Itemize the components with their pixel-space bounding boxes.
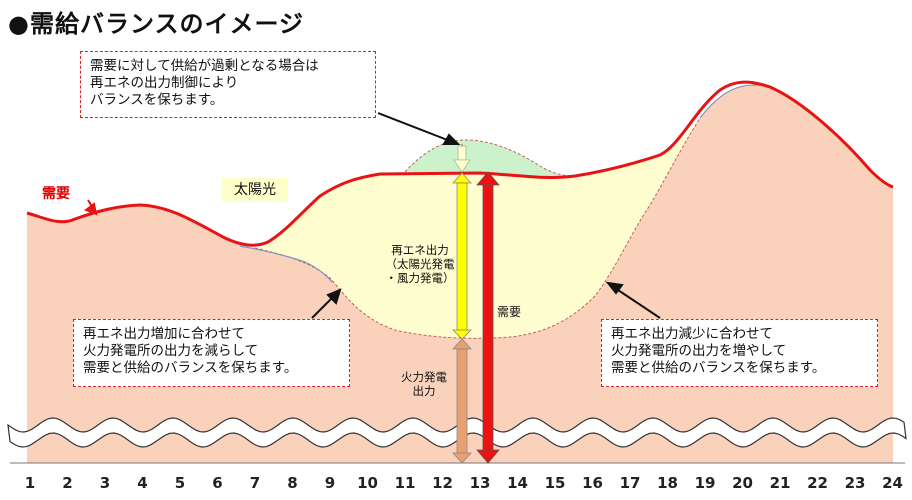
label-line: 再エネ出力	[391, 243, 449, 257]
hour-label: 7	[249, 474, 261, 492]
hour-label: 22	[807, 474, 828, 492]
hour-label: 21	[769, 474, 791, 492]
hour-label: 3	[99, 474, 111, 492]
thermal-output-arrow	[452, 338, 472, 464]
hour-label: 16	[582, 474, 603, 492]
renewable-increase-callout: 再エネ出力増加に合わせて 火力発電所の出力を減らして 需要と供給のバランスを保ち…	[73, 319, 350, 387]
curtailed-renewable-area	[405, 140, 575, 178]
hour-label: 19	[694, 474, 716, 492]
renewable-output-area	[255, 118, 700, 339]
curtailment-callout: 需要に対して供給が過剰となる場合は 再エネの出力制御により バランスを保ちます。	[80, 51, 376, 118]
callout-line: 再エネ出力減少に合わせて	[611, 326, 773, 342]
hour-label: 8	[287, 474, 298, 492]
callout-line: 需要に対して供給が過剰となる場合は	[90, 58, 319, 74]
demand-curve	[26, 80, 894, 247]
hour-label: 18	[657, 474, 678, 492]
hour-label: 9	[324, 474, 336, 492]
callout-line: 再エネ出力増加に合わせて	[83, 326, 245, 342]
hour-label: 13	[469, 474, 491, 492]
renewable-output-label: 再エネ出力 （太陽光発電 ・風力発電）	[372, 243, 468, 285]
hour-label: 10	[357, 474, 378, 492]
solar-label: 太陽光	[222, 178, 288, 202]
hour-label: 17	[619, 474, 641, 492]
page-title: ●需給バランスのイメージ	[8, 10, 304, 38]
callout-line: 火力発電所の出力を増やして	[611, 343, 787, 359]
curtailment-arrow	[453, 144, 471, 173]
hour-label: 15	[544, 474, 566, 492]
label-line: 火力発電	[401, 370, 447, 384]
hour-label: 24	[882, 474, 903, 492]
demand-arrow-label: 需要	[497, 305, 522, 319]
callout-line: バランスを保ちます。	[90, 92, 224, 108]
hour-label: 1	[24, 474, 36, 492]
callout-line: 需要と供給のバランスを保ちます。	[611, 360, 826, 376]
label-line: （太陽光発電	[385, 257, 455, 271]
pointer-arrows	[83, 112, 661, 319]
hour-label: 14	[507, 474, 528, 492]
hour-label: 12	[432, 474, 453, 492]
hour-label: 2	[62, 474, 73, 492]
hour-label: 20	[732, 474, 753, 492]
thermal-output-label: 火力発電 出力	[394, 370, 454, 398]
hour-label: 23	[844, 474, 866, 492]
thermal-boundary-line	[254, 117, 701, 339]
renewable-output-arrow	[452, 172, 472, 340]
label-line: 出力	[412, 384, 436, 398]
hour-label: 5	[174, 474, 186, 492]
hour-label: 11	[394, 474, 416, 492]
hour-label: 4	[137, 474, 148, 492]
label-line: ・風力発電）	[385, 271, 455, 285]
demand-curve-label: 需要	[42, 186, 70, 202]
demand-arrow	[476, 171, 500, 464]
callout-line: 火力発電所の出力を減らして	[83, 343, 259, 359]
curtailment-outline	[404, 139, 576, 177]
callout-line: 需要と供給のバランスを保ちます。	[83, 360, 298, 376]
hour-label: 6	[212, 474, 223, 492]
callout-line: 再エネの出力制御により	[90, 75, 239, 91]
renewable-decrease-callout: 再エネ出力減少に合わせて 火力発電所の出力を増やして 需要と供給のバランスを保ち…	[601, 319, 878, 387]
